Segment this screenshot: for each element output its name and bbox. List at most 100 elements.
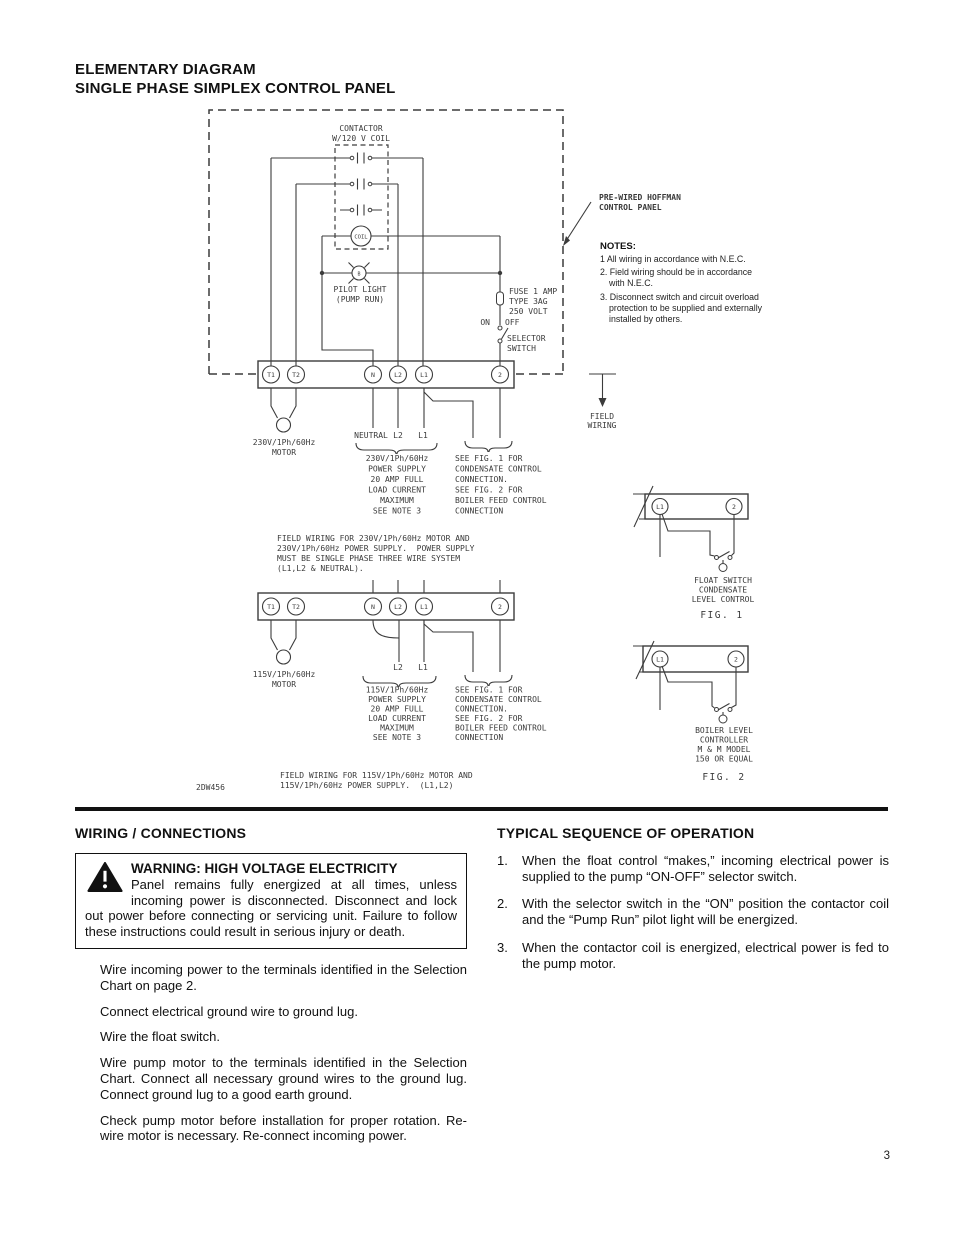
svg-text:LEVEL CONTROL: LEVEL CONTROL: [692, 595, 755, 604]
svg-text:T1: T1: [267, 603, 275, 611]
svg-text:L1: L1: [656, 503, 664, 511]
sequence-item-number: 1.: [497, 852, 508, 868]
selector-switch: ON OFF SELECTOR SWITCH: [480, 318, 545, 353]
contactor-box: [334, 144, 389, 250]
svg-text:installed by others.: installed by others.: [609, 314, 682, 324]
see-fig-115: SEE FIG. 1 FOR CONDENSATE CONTROL CONNEC…: [423, 620, 547, 742]
sequence-heading: TYPICAL SEQUENCE OF OPERATION: [497, 825, 755, 841]
page-number: 3: [883, 1150, 890, 1162]
sequence-of-operation-section: TYPICAL SEQUENCE OF OPERATION 1. When th…: [497, 825, 889, 984]
svg-text:SEE NOTE 3: SEE NOTE 3: [373, 733, 421, 742]
field-wiring-note-230: FIELD WIRING FOR 230V/1Ph/60Hz MOTOR AND…: [277, 534, 475, 573]
svg-text:L1: L1: [420, 603, 428, 611]
svg-text:FIELD: FIELD: [590, 412, 614, 421]
svg-text:2: 2: [734, 656, 738, 664]
page-title: ELEMENTARY DIAGRAM SINGLE PHASE SIMPLEX …: [75, 60, 395, 98]
svg-text:230V/1Ph/60Hz: 230V/1Ph/60Hz: [253, 438, 316, 447]
svg-text:N: N: [371, 603, 375, 611]
svg-text:SEE FIG. 2 FOR: SEE FIG. 2 FOR: [455, 714, 523, 723]
svg-text:CONDENSATE CONTROL: CONDENSATE CONTROL: [455, 695, 542, 704]
drawing-number: 2DW456: [196, 783, 225, 792]
svg-text:L1: L1: [656, 656, 664, 664]
motor-230: 230V/1Ph/60Hz MOTOR: [253, 388, 316, 457]
svg-text:CONNECTION: CONNECTION: [455, 733, 503, 742]
svg-text:MOTOR: MOTOR: [272, 448, 296, 457]
wiring-paragraph: Connect electrical ground wire to ground…: [100, 1003, 358, 1019]
terminal-strip-115: T1 T2 N L2 L1 2: [257, 580, 515, 621]
svg-text:L1: L1: [420, 371, 428, 379]
svg-text:LOAD CURRENT: LOAD CURRENT: [368, 486, 426, 495]
svg-text:TYPE 3AG: TYPE 3AG: [509, 297, 548, 306]
wiring-connections-section: WIRING / CONNECTIONS WARNING: HIGH VOLTA…: [75, 825, 467, 1154]
fig1-condensate-control: L1 2 FLOAT SWITCH CONDENSATE LEVEL CONTR…: [633, 485, 755, 621]
svg-text:CONDENSATE CONTROL: CONDENSATE CONTROL: [455, 465, 542, 474]
svg-text:SEE FIG. 1 FOR: SEE FIG. 1 FOR: [455, 686, 523, 695]
sequence-item-number: 2.: [497, 896, 508, 912]
svg-text:(L1,L2 & NEUTRAL).: (L1,L2 & NEUTRAL).: [277, 564, 364, 573]
panel-dashed-border: [208, 109, 564, 374]
svg-text:N: N: [371, 371, 375, 379]
svg-text:T2: T2: [292, 371, 300, 379]
fuse: FUSE 1 AMP TYPE 3AG 250 VOLT: [496, 287, 557, 316]
contactor-contact-2: [296, 178, 398, 190]
motor-115: 115V/1Ph/60Hz MOTOR: [253, 620, 315, 689]
svg-text:20 AMP FULL: 20 AMP FULL: [371, 705, 424, 714]
see-fig-230: SEE FIG. 1 FOR CONDENSATE CONTROL CONNEC…: [423, 388, 547, 516]
svg-text:CONTROLLER: CONTROLLER: [700, 736, 748, 745]
wiring-paragraph: Wire incoming power to the terminals ide…: [100, 961, 467, 993]
wiring-diagram: CONTACTOR W/120 V COIL COIL B PILOT LIGH…: [196, 109, 763, 792]
svg-text:WIRING: WIRING: [588, 421, 617, 430]
field-wiring-arrow: FIELD WIRING: [588, 373, 617, 430]
svg-text:L2: L2: [394, 603, 402, 611]
section-divider: [75, 807, 888, 811]
svg-text:BOILER FEED CONTROL: BOILER FEED CONTROL: [455, 496, 547, 505]
sequence-item: 2. With the selector switch in the “ON” …: [497, 896, 889, 928]
svg-text:FIELD WIRING FOR 230V/1Ph/60Hz: FIELD WIRING FOR 230V/1Ph/60Hz MOTOR AND: [277, 534, 470, 543]
contactor-label-2: W/120 V COIL: [332, 134, 390, 143]
pilot-letter: B: [357, 271, 360, 277]
contactor-contact-1: [271, 152, 423, 164]
warning-triangle-icon: [87, 861, 123, 892]
svg-text:2: 2: [498, 603, 502, 611]
svg-text:2: 2: [732, 503, 736, 511]
svg-text:L1: L1: [418, 663, 428, 672]
power-supply-115: L2 L1 115V/1Ph/60Hz POWER SUPPLY 20 AMP …: [362, 619, 437, 742]
terminal-strip-230: T1 T2 N L2 L1 2: [257, 360, 515, 389]
pilot-light: B: [319, 262, 503, 284]
wiring-connections-heading: WIRING / CONNECTIONS: [75, 825, 247, 841]
title-line-2: SINGLE PHASE SIMPLEX CONTROL PANEL: [75, 80, 396, 97]
svg-text:2: 2: [498, 371, 502, 379]
wire-neutral-leg: [321, 236, 374, 366]
wiring-paragraph: Check pump motor before installation for…: [100, 1112, 467, 1144]
contactor-label-1: CONTACTOR: [339, 124, 383, 133]
svg-text:LOAD CURRENT: LOAD CURRENT: [368, 714, 426, 723]
svg-text:with N.E.C.: with N.E.C.: [608, 278, 653, 288]
field-wiring-note-115-1: FIELD WIRING FOR 115V/1Ph/60Hz MOTOR AND: [280, 771, 473, 780]
sequence-item: 3. When the contactor coil is energized,…: [497, 940, 889, 972]
svg-text:115V/1Ph/60Hz: 115V/1Ph/60Hz: [366, 686, 429, 695]
contactor-coil: COIL: [322, 225, 500, 247]
svg-text:POWER SUPPLY: POWER SUPPLY: [368, 695, 426, 704]
fig2-boiler-feed-control: L1 2 BOILER LEVEL CONTROLLER M & M MODEL…: [633, 640, 753, 783]
svg-text:protection to be supplied and: protection to be supplied and externally: [609, 303, 763, 313]
svg-text:CONTROL PANEL: CONTROL PANEL: [599, 203, 662, 212]
svg-text:SEE FIG. 1 FOR: SEE FIG. 1 FOR: [455, 454, 523, 463]
sequence-item: 1. When the float control “makes,” incom…: [497, 853, 889, 885]
wiring-paragraph: Wire pump motor to the terminals identif…: [100, 1055, 467, 1102]
warning-title: WARNING: HIGH VOLTAGE ELECTRICITY: [131, 860, 398, 876]
svg-text:FLOAT SWITCH: FLOAT SWITCH: [694, 576, 752, 585]
svg-text:L1: L1: [418, 431, 428, 440]
svg-text:CONNECTION: CONNECTION: [455, 507, 503, 516]
svg-text:PRE-WIRED HOFFMAN: PRE-WIRED HOFFMAN: [599, 193, 681, 202]
svg-text:L2: L2: [393, 431, 403, 440]
svg-text:MUST BE SINGLE PHASE THREE WIR: MUST BE SINGLE PHASE THREE WIRE SYSTEM: [277, 554, 460, 563]
svg-text:3. Disconnect switch and circu: 3. Disconnect switch and circuit overloa…: [600, 292, 759, 302]
field-wiring-note-115-2: 115V/1Ph/60Hz POWER SUPPLY. (L1,L2): [280, 781, 453, 790]
svg-text:BOILER LEVEL: BOILER LEVEL: [695, 726, 753, 735]
svg-text:250 VOLT: 250 VOLT: [509, 307, 548, 316]
svg-text:NOTES:: NOTES:: [600, 241, 636, 252]
warning-body: Panel remains fully energized at all tim…: [85, 876, 457, 940]
svg-text:MAXIMUM: MAXIMUM: [380, 724, 414, 733]
svg-text:SEE FIG. 2 FOR: SEE FIG. 2 FOR: [455, 486, 523, 495]
fig2-caption: FIG. 2: [702, 772, 745, 783]
